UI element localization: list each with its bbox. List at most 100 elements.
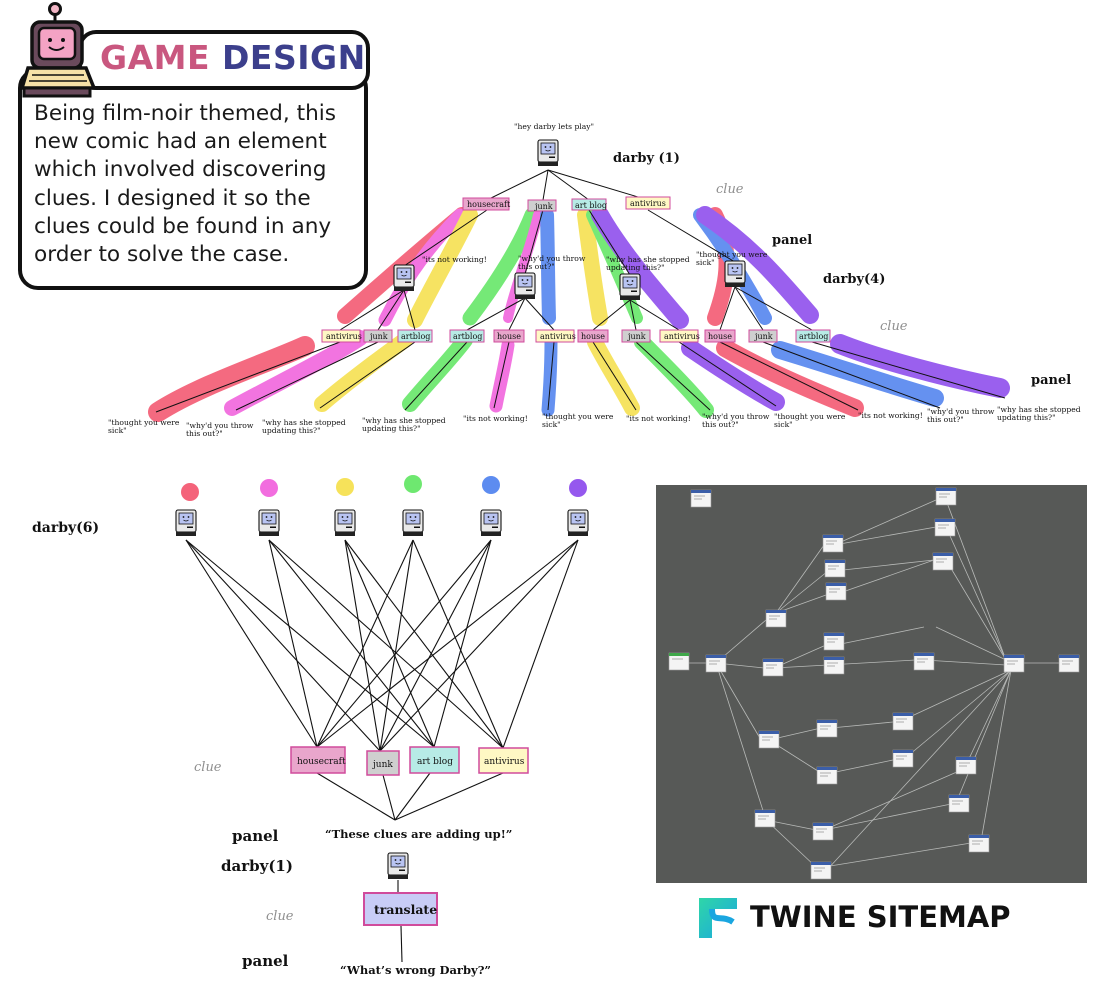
- color-dots: [181, 475, 587, 501]
- clue-box-artblog: art blog: [417, 757, 453, 767]
- twine-passage: [810, 861, 832, 880]
- clue-label-1: clue: [716, 182, 744, 197]
- clue-boxes: housecraft junk art blog antivirus: [290, 746, 529, 776]
- computer-icon: [619, 273, 641, 301]
- panel-label-4: panel: [242, 952, 289, 970]
- level2-box: antivirus: [664, 332, 700, 341]
- twine-passage: [934, 518, 956, 537]
- twine-passage: [968, 834, 990, 853]
- level2-box: house: [581, 332, 605, 341]
- level2-box: house: [497, 332, 521, 341]
- leaf-quote: "its not working!: [463, 414, 528, 423]
- final-quote: “What’s wrong Darby?”: [340, 963, 491, 977]
- twine-passage: [955, 756, 977, 775]
- twine-logo-icon: [699, 898, 737, 938]
- level2-box: junk: [627, 332, 646, 341]
- panel-label-2: panel: [1031, 373, 1071, 388]
- level2-box: antivirus: [326, 332, 362, 341]
- dot-blue: [482, 476, 500, 494]
- twine-passage: [758, 730, 780, 749]
- level1-box-junk: junk: [534, 202, 553, 211]
- clue-box-housecraft: housecraft: [297, 757, 346, 767]
- dot-purple: [569, 479, 587, 497]
- twine-passage: [822, 534, 844, 553]
- computer-icon: [387, 852, 409, 880]
- twine-sitemap-canvas: [656, 485, 1087, 883]
- level2-box: antivirus: [540, 332, 576, 341]
- twine-start-passage: [668, 652, 690, 671]
- clue-label-3: clue: [194, 760, 222, 775]
- twine-links: [680, 499, 1061, 872]
- twine-passage: [1058, 654, 1080, 673]
- level1-box-artblog: art blog: [575, 201, 607, 210]
- intro-text: Being film-noir themed, this new comic h…: [34, 101, 337, 268]
- clue-box-antivirus: antivirus: [484, 757, 525, 767]
- twine-passage: [823, 632, 845, 651]
- twine-passage: [762, 658, 784, 677]
- twine-passage: [816, 766, 838, 785]
- twine-passage: [823, 656, 845, 675]
- adding-up-quote: “These clues are adding up!”: [325, 827, 512, 841]
- panel-label-1: panel: [772, 233, 812, 248]
- dot-pink: [260, 479, 278, 497]
- highlighter-strokes: [148, 206, 1010, 422]
- title-tab: [78, 30, 370, 90]
- cross-connectors: [185, 539, 579, 963]
- title-word-game: GAME: [100, 38, 211, 77]
- darby1-label-bottom: darby(1): [221, 857, 293, 875]
- twine-passage: [1003, 654, 1025, 673]
- darby1-label: darby (1): [613, 151, 680, 166]
- twine-passage: [690, 489, 712, 508]
- darby4-label: darby(4): [823, 272, 885, 287]
- dot-green: [404, 475, 422, 493]
- computer-icon: [393, 264, 415, 292]
- translate-label: translate: [374, 902, 437, 917]
- level2-box: junk: [754, 332, 773, 341]
- twine-passage: [935, 487, 957, 506]
- computer-icon: [567, 509, 589, 537]
- twine-passage: [892, 712, 914, 731]
- page-title: GAME DESIGN: [100, 38, 366, 77]
- level2-boxes: antivirus junk artblog artblog house ant…: [321, 329, 831, 343]
- bottom-convergence-diagram: darby(6) housecraft junk: [32, 475, 589, 977]
- root-quote: "hey darby lets play": [514, 122, 594, 131]
- leaf-quote: "its not working!: [626, 414, 691, 423]
- title-word-design: DESIGN: [222, 38, 366, 77]
- level2-box: house: [708, 332, 732, 341]
- translate-box: [363, 892, 438, 926]
- computer-icon: [514, 272, 536, 300]
- leaf-quote: "its not working!: [858, 411, 923, 420]
- twine-sitemap-title: TWINE SITEMAP: [750, 900, 1011, 934]
- twine-passage: [892, 749, 914, 768]
- twine-sitemap-graph: [668, 487, 1080, 880]
- top-branching-diagram: "hey darby lets play" darby (1) clue pan…: [108, 122, 1081, 438]
- level1-quote-1: "its not working!: [422, 255, 487, 264]
- level1-boxes: housecraft junk art blog antivirus: [462, 196, 671, 212]
- computer-icon: [334, 509, 356, 537]
- computer-icon: [175, 509, 197, 537]
- computer-icon: [402, 509, 424, 537]
- computer-icon: [724, 260, 746, 288]
- twine-passage: [913, 652, 935, 671]
- clue-box-junk: junk: [372, 760, 393, 770]
- twine-passage: [705, 654, 727, 673]
- level2-box: artblog: [799, 332, 828, 341]
- twine-passages: [668, 487, 1080, 880]
- twine-passage: [948, 794, 970, 813]
- level1-box-housecraft: housecraft: [467, 200, 511, 209]
- panel-label-3: panel: [232, 827, 279, 845]
- level2-box: artblog: [453, 332, 482, 341]
- root-computer-icon: [537, 139, 559, 167]
- twine-passage: [812, 822, 834, 841]
- twine-passage: [932, 552, 954, 571]
